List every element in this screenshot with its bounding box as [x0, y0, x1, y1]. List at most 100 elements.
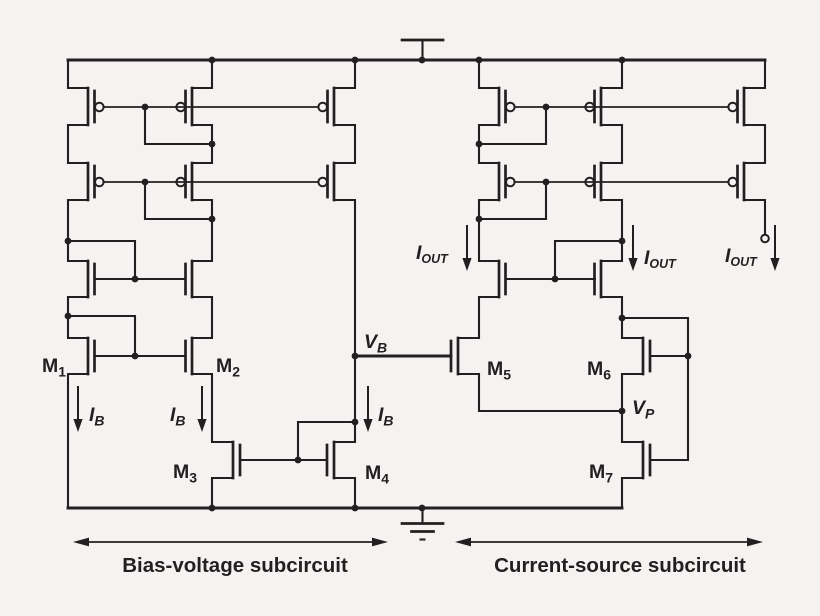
pmos-bubble-icon	[94, 101, 105, 113]
junction-dot	[208, 504, 216, 512]
nmos-cascode-b	[184, 259, 194, 299]
wire-gate-drop-right-2	[477, 180, 548, 221]
wire-column-a	[66, 58, 90, 510]
junction-dot	[618, 237, 626, 245]
iout-current-label-2: IOUT	[644, 247, 677, 271]
wire-column-e	[599, 58, 645, 510]
nmos-cascode-a	[86, 259, 96, 299]
transistor-m7-label: M7	[589, 461, 613, 486]
wire-tie-m1-m2	[66, 314, 137, 358]
transistor-m2-label: M2	[216, 355, 240, 380]
transistor-m4-label: M4	[365, 462, 389, 487]
junction-dot	[208, 140, 216, 148]
pmos-bubble-icon	[94, 176, 105, 188]
transistor-m7	[641, 440, 652, 480]
wire-tie-cascode-left	[66, 239, 137, 281]
iout-current-label-1: IOUT	[416, 242, 449, 266]
transistor-m5-label: M5	[487, 358, 511, 383]
junction-dot	[351, 56, 359, 64]
wire-column-c	[332, 58, 357, 510]
pmos-e1	[584, 86, 603, 127]
pmos-bubble-icon	[175, 176, 186, 188]
iout-current-label-3: IOUT	[725, 245, 758, 269]
pmos-bubble-icon	[584, 101, 596, 113]
pmos-d1	[497, 86, 516, 127]
ib-current-label-3: IB	[378, 404, 394, 429]
wire-gate-drop-left-1	[143, 105, 214, 146]
junction-dot	[418, 56, 426, 64]
junction-dot	[131, 275, 139, 283]
nmos-cascode-d	[497, 259, 507, 299]
transistor-m1-label: M1	[42, 355, 66, 380]
iout-arrow-icon-3	[770, 225, 780, 271]
junction-dot	[418, 504, 426, 512]
transistor-m5	[449, 336, 460, 376]
wire-column-f	[742, 58, 767, 236]
nmos-cascode-e	[593, 259, 603, 299]
junction-dot	[141, 103, 149, 111]
pmos-bubble-icon	[727, 101, 739, 113]
junction-dot	[542, 178, 550, 186]
wire-tie-m6-m7	[620, 316, 690, 462]
bias-extent-arrow-icon	[73, 537, 388, 547]
wire-column-b	[190, 58, 235, 510]
junction-dot	[294, 456, 302, 464]
junction-dot	[475, 140, 483, 148]
bias-subcircuit-caption: Bias-voltage subcircuit	[122, 554, 348, 577]
pmos-b2	[175, 161, 194, 202]
ib-current-label-1: IB	[89, 404, 105, 429]
wire-tie-m3-m4	[296, 420, 357, 462]
pmos-b1	[175, 86, 194, 127]
transistor-m3	[231, 440, 242, 480]
transistor-m3-label: M3	[173, 461, 197, 486]
current-subcircuit-caption: Current-source subcircuit	[494, 554, 746, 577]
vb-node-dot	[351, 352, 359, 360]
junction-dot	[475, 56, 483, 64]
pmos-f2	[727, 161, 746, 202]
pmos-c2	[317, 161, 336, 202]
junction-dot	[351, 418, 359, 426]
junction-dot	[542, 103, 550, 111]
vp-node-dot	[618, 407, 626, 415]
iout-arrow-icon-1	[462, 225, 472, 271]
junction-dot	[131, 352, 139, 360]
current-arrows	[73, 225, 780, 432]
pmos-bubble-icon	[727, 176, 739, 188]
pmos-bubble-icon	[317, 176, 329, 188]
wires	[66, 58, 767, 510]
pmos-a1	[86, 86, 105, 127]
ib-current-label-2: IB	[170, 404, 186, 429]
junction-dot	[551, 275, 559, 283]
junction-dot	[351, 504, 359, 512]
vp-node-label: VP	[632, 397, 655, 422]
ib-arrow-icon-3	[363, 386, 373, 432]
transistor-m2	[184, 336, 194, 376]
pmos-e2	[584, 161, 603, 202]
transistors	[86, 86, 746, 480]
labels: M1 M2 M3 M4 M5 M6 M7 IB IB IB IOUT IOUT …	[42, 242, 758, 487]
output-terminal-icon	[760, 233, 770, 244]
ib-arrow-icon-2	[197, 386, 207, 432]
pmos-a2	[86, 161, 105, 202]
pmos-d2	[497, 161, 516, 202]
transistor-m4	[325, 440, 336, 480]
subcircuit-annotations: Bias-voltage subcircuit Current-source s…	[73, 537, 763, 577]
pmos-bubble-icon	[317, 101, 329, 113]
pmos-bubble-icon	[505, 176, 516, 188]
ib-arrow-icon-1	[73, 386, 83, 432]
junction-dot	[141, 178, 149, 186]
power-rails	[66, 38, 767, 541]
junction-dot	[64, 312, 72, 320]
vb-node-label: VB	[364, 331, 387, 356]
transistor-m6-label: M6	[587, 358, 611, 383]
wire-gate-drop-right-1	[477, 105, 548, 146]
junction-dot	[618, 56, 626, 64]
junction-dot	[618, 314, 626, 322]
iout-arrow-icon-2	[628, 225, 638, 271]
transistor-m6	[641, 336, 652, 376]
ground-icon	[400, 506, 445, 541]
junction-dots	[64, 56, 692, 512]
pmos-f1	[727, 86, 746, 127]
